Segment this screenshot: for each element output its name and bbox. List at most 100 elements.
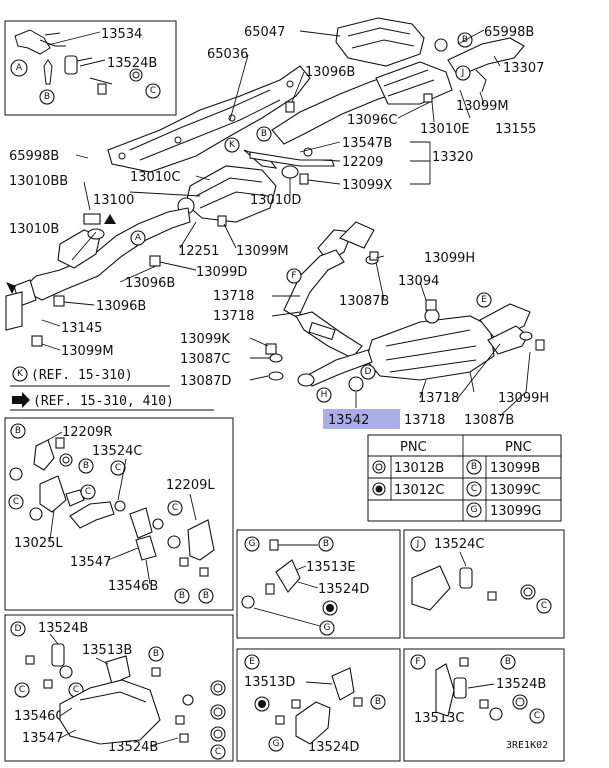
label-13087b-mid: 13087B [339,294,389,309]
label-13096b-mid: 13096B [125,276,175,291]
svg-text:C: C [73,685,79,695]
svg-text:13012B: 13012B [394,461,444,476]
label-13010d: 13010D [250,193,301,208]
label-13099m-top: 13099M [456,99,509,114]
label-13099x: 13099X [342,178,392,193]
svg-text:B: B [83,461,89,471]
label-13096c: 13096C [347,113,397,128]
ref-arrow-line: (REF. 15-310, 410) [12,392,174,409]
svg-text:PNC: PNC [505,440,532,455]
svg-text:A: A [135,233,142,243]
label-13155: 13155 [495,122,536,137]
label-13718-a: 13718 [213,289,254,304]
label-13099h-right: 13099H [498,391,549,406]
label-13010e: 13010E [420,122,470,137]
label-13534: 13534 [101,27,142,42]
label-e-13513d: 13513D [244,675,295,690]
front-arrow-icon [6,282,16,294]
svg-text:E: E [481,295,487,305]
label-13096b-top: 13096B [305,65,355,80]
label-13010bb: 13010BB [9,174,68,189]
svg-text:K: K [17,369,24,379]
svg-text:G: G [471,505,478,515]
svg-text:A: A [16,63,23,73]
label-13099d: 13099D [196,265,247,280]
label-13320: 13320 [432,150,473,165]
svg-text:D: D [15,624,22,634]
svg-text:B: B [261,129,267,139]
svg-text:C: C [534,711,540,721]
label-13087d: 13087D [180,374,231,389]
label-13145: 13145 [61,321,102,336]
label-13096b-low: 13096B [96,299,146,314]
figure-code: 3RE1K02 [506,740,548,751]
svg-text:F: F [415,657,420,667]
label-13524b-a: 13524B [107,56,157,71]
label-g-13524d: 13524D [318,582,369,597]
label-13010b: 13010B [9,222,59,237]
svg-text:C: C [150,86,156,96]
label-e-13524d: 13524D [308,740,359,755]
label-d-13524b2: 13524B [108,740,158,755]
label-65047: 65047 [244,25,285,40]
detail-box-a [4,20,177,116]
svg-text:G: G [324,623,331,633]
svg-text:B: B [179,591,185,601]
label-b-12209l: 12209L [166,478,215,493]
label-f-13524b: 13524B [496,677,546,692]
label-d-13513b: 13513B [82,643,132,658]
label-b-13025l: 13025L [14,536,63,551]
label-b-12209r: 12209R [62,425,112,440]
ref-k-line: K (REF. 15-310) [12,366,133,383]
svg-text:13012C: 13012C [394,483,444,498]
svg-text:C: C [19,685,25,695]
svg-text:C: C [85,487,91,497]
detail-box-b [4,417,234,611]
svg-text:B: B [505,657,511,667]
svg-text:PNC: PNC [400,440,427,455]
label-13542: 13542 [328,413,369,428]
svg-text:13099C: 13099C [490,483,540,498]
svg-text:C: C [215,747,221,757]
label-b-13546b: 13546B [108,579,158,594]
detail-box-d [4,614,234,762]
pnc-table: PNC PNC 13012B 13012C B C G 13099B 13099… [367,434,562,522]
label-12209: 12209 [342,155,383,170]
svg-text:J: J [461,68,465,78]
label-13099k: 13099K [180,332,230,347]
svg-text:C: C [541,601,547,611]
svg-text:C: C [13,497,19,507]
label-f-13513c: 13513C [414,711,464,726]
detail-box-j [403,529,565,639]
svg-text:(REF. 15-310): (REF. 15-310) [31,368,133,383]
label-13718-c: 13718 [418,391,459,406]
detail-box-e [236,648,401,762]
label-12251: 12251 [178,244,219,259]
label-d-13547: 13547 [22,731,63,746]
label-13099h-mid: 13099H [424,251,475,266]
svg-text:C: C [115,463,121,473]
svg-text:B: B [203,591,209,601]
svg-text:B: B [44,92,50,102]
label-65036: 65036 [207,47,248,62]
label-13099m-low: 13099M [61,344,114,359]
label-13547b: 13547B [342,136,392,151]
svg-text:B: B [471,462,477,472]
label-d-13524b: 13524B [38,621,88,636]
label-13099m-mid: 13099M [236,244,289,259]
svg-text:C: C [471,484,477,494]
label-13094: 13094 [398,274,439,289]
svg-text:G: G [249,539,256,549]
svg-text:D: D [365,367,372,377]
svg-text:B: B [153,649,159,659]
svg-text:G: G [273,739,280,749]
svg-text:J: J [416,539,420,549]
svg-text:B: B [323,539,329,549]
svg-text:B: B [15,426,21,436]
highlight-13542 [323,409,400,429]
svg-text:13099B: 13099B [490,461,540,476]
svg-text:E: E [249,657,255,667]
label-13100: 13100 [93,193,134,208]
svg-text:K: K [229,140,236,150]
